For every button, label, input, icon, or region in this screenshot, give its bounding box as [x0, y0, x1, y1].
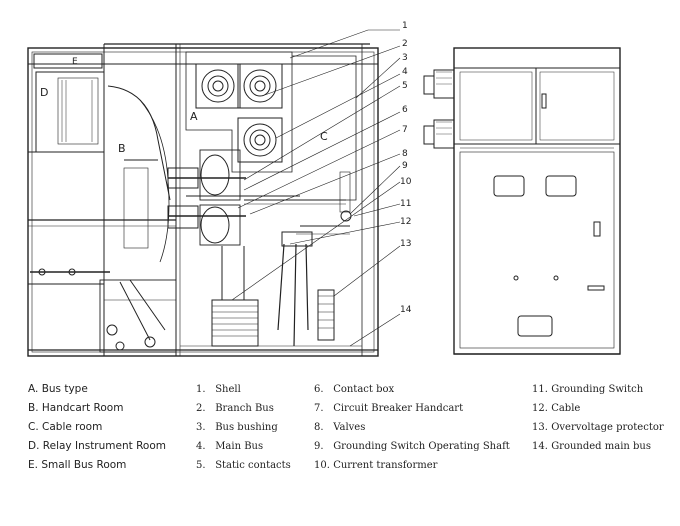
- current-transformer: [211, 299, 259, 347]
- legend-item: D. Relay Instrument Room: [28, 440, 166, 452]
- legend-parts-1: 1. Shell 2. Branch Bus 3. Bus bushing 4.…: [196, 380, 291, 475]
- callout-3: 3: [402, 53, 408, 63]
- front-view-cabinet: [453, 47, 621, 355]
- legend-item: 13. Overvoltage protector: [532, 422, 664, 433]
- legend-item: E. Small Bus Room: [28, 459, 127, 471]
- legend-rooms: A. Bus type B. Handcart Room C. Cable ro…: [28, 380, 166, 475]
- legend-item: 4. Main Bus: [196, 441, 264, 452]
- callout-1: 1: [402, 21, 408, 31]
- small-bus-room: [33, 53, 103, 69]
- legend-item: 14. Grounded main bus: [532, 441, 651, 452]
- legend-item: 8. Valves: [314, 422, 366, 433]
- legend-parts-2: 6. Contact box 7. Circuit Breaker Handca…: [314, 380, 510, 475]
- zone-label-e: E: [72, 57, 78, 67]
- legend-item: 12. Cable: [532, 403, 581, 414]
- callout-2: 2: [402, 39, 408, 49]
- legend-item: A. Bus type: [28, 383, 88, 395]
- cable-room: [292, 55, 357, 201]
- callout-9: 9: [402, 161, 408, 171]
- relay-instrument-room: [35, 71, 105, 153]
- legend-item: C. Cable room: [28, 421, 103, 433]
- overvoltage-protector: [317, 289, 335, 341]
- legend-item: 1. Shell: [196, 384, 241, 395]
- zone-label-a: A: [190, 110, 198, 123]
- callout-13: 13: [400, 239, 411, 249]
- callout-8: 8: [402, 149, 408, 159]
- legend-item: 9. Grounding Switch Operating Shaft: [314, 441, 510, 452]
- legend-item: 7. Circuit Breaker Handcart: [314, 403, 464, 414]
- legend-item: 3. Bus bushing: [196, 422, 278, 433]
- legend-item: 5. Static contacts: [196, 460, 291, 471]
- switchgear-diagram: A B C D E 1 2 3 4 5 6 7 8 9 10 11 12 13 …: [27, 21, 621, 357]
- callout-12: 12: [400, 217, 411, 227]
- callout-6: 6: [402, 105, 408, 115]
- side-view-cabinet: [27, 47, 379, 357]
- callout-11: 11: [400, 199, 411, 209]
- legend-item: B. Handcart Room: [28, 402, 124, 414]
- legend-item: 10. Current transformer: [314, 460, 438, 471]
- callout-4: 4: [402, 67, 408, 77]
- zone-label-c: C: [320, 130, 328, 143]
- zone-label-b: B: [118, 142, 126, 155]
- callout-7: 7: [402, 125, 408, 135]
- callout-14: 14: [400, 305, 412, 315]
- callout-5: 5: [402, 81, 408, 91]
- zone-label-d: D: [40, 86, 48, 99]
- legend-item: 11. Grounding Switch: [532, 384, 644, 395]
- legend-parts-3: 11. Grounding Switch 12. Cable 13. Overv…: [532, 380, 664, 456]
- circuit-breaker-handcart: [99, 279, 177, 353]
- cable: [277, 243, 309, 347]
- legend-item: 2. Branch Bus: [196, 403, 274, 414]
- callout-10: 10: [400, 177, 412, 187]
- legend-item: 6. Contact box: [314, 384, 395, 395]
